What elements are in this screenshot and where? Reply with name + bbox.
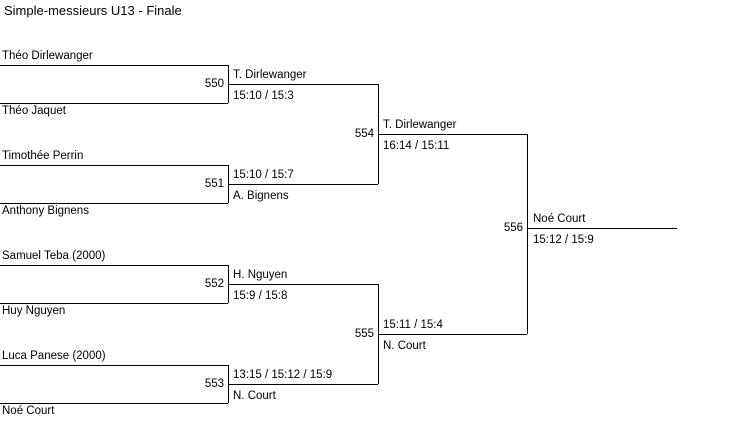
page-title: Simple-messieurs U13 - Finale: [4, 3, 182, 18]
match-score-556: 15:12 / 15:9: [533, 234, 594, 246]
match-winner-550: T. Dirlewanger: [233, 69, 307, 81]
match-number-552: 552: [204, 278, 224, 290]
entrant-label-p1: Théo Dirlewanger: [2, 50, 93, 62]
entrant-line-p8: [0, 403, 228, 404]
match-connector-556: [527, 134, 528, 334]
match-score-555: 15:11 / 15:4: [383, 319, 443, 331]
winner-line-551: [228, 184, 378, 185]
champion-line: [527, 228, 677, 229]
entrant-label-p3: Timothée Perrin: [2, 150, 84, 162]
winner-line-552: [228, 284, 378, 285]
match-winner-552: H. Nguyen: [233, 269, 288, 281]
match-number-554: 554: [354, 128, 374, 140]
entrant-line-p6: [0, 303, 228, 304]
match-winner-555: N. Court: [383, 340, 426, 352]
entrant-label-p5: Samuel Teba (2000): [2, 250, 106, 262]
match-score-551: 15:10 / 15:7: [233, 169, 294, 181]
match-score-553: 13:15 / 15:12 / 15:9: [233, 369, 333, 381]
entrant-line-p5: [0, 265, 228, 266]
match-number-555: 555: [354, 328, 374, 340]
winner-line-553: [228, 384, 378, 385]
match-number-551: 551: [204, 178, 224, 190]
match-score-552: 15:9 / 15:8: [233, 290, 288, 302]
match-winner-554: T. Dirlewanger: [383, 119, 457, 131]
entrant-line-p1: [0, 65, 228, 66]
entrant-line-p4: [0, 203, 228, 204]
match-number-556: 556: [503, 222, 523, 234]
match-score-550: 15:10 / 15:3: [233, 90, 294, 102]
match-number-553: 553: [204, 378, 224, 390]
entrant-label-p8: Noé Court: [2, 405, 55, 417]
entrant-label-p2: Théo Jaquet: [2, 105, 66, 117]
match-winner-556: Noé Court: [533, 213, 586, 225]
match-winner-551: A. Bignens: [233, 190, 289, 202]
entrant-line-p2: [0, 103, 228, 104]
winner-line-554: [378, 134, 527, 135]
entrant-label-p7: Luca Panese (2000): [2, 350, 106, 362]
match-score-554: 16:14 / 15:11: [383, 140, 450, 152]
match-winner-553: N. Court: [233, 390, 276, 402]
entrant-label-p6: Huy Nguyen: [2, 305, 66, 317]
match-number-550: 550: [204, 78, 224, 90]
entrant-label-p4: Anthony Bignens: [2, 205, 89, 217]
entrant-line-p3: [0, 165, 228, 166]
winner-line-550: [228, 84, 378, 85]
entrant-line-p7: [0, 365, 228, 366]
winner-line-555: [378, 334, 527, 335]
